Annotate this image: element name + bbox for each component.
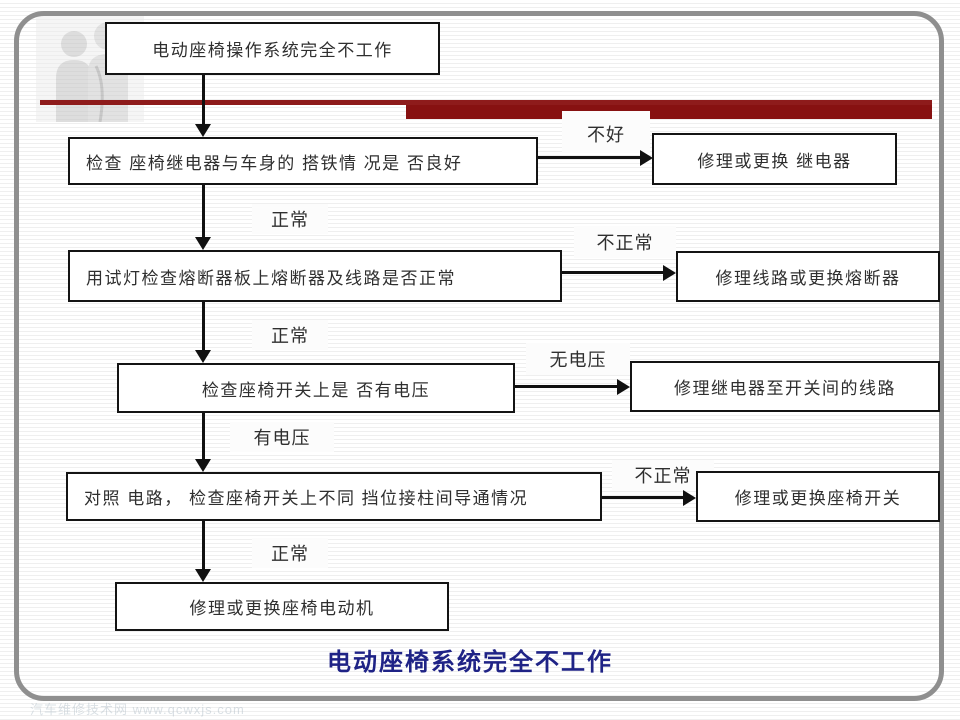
flow-node-fix2: 修理线路或更换熔断器 [676,251,940,302]
branch-label-no-voltage-text: 无电压 [549,350,607,370]
flow-node-fix3-label: 修理继电器至开关间的线路 [674,379,896,398]
connector-line [202,521,205,569]
arrow-right-icon [640,150,653,166]
flow-node-fix1-label: 修理或更换 继电器 [697,151,852,171]
down-label-normal-1-text: 正常 [271,210,309,230]
flow-node-fix1: 修理或更换 继电器 [652,133,897,185]
connector-line [202,413,205,459]
branch-label-no-voltage: 无电压 [526,343,630,375]
slide-title-text: 电动座椅系统完全不工作 [327,649,613,676]
flow-node-step3: 检查座椅开关上是 否有电压 [117,363,515,413]
arrow-down-icon [195,459,211,472]
connector-line [538,156,640,159]
slide-title: 电动座椅系统完全不工作 [0,642,940,677]
flow-node-fix4-label: 修理或更换座椅开关 [734,489,902,508]
branch-label-abnormal-1-text: 不正常 [596,233,654,253]
connector-line [202,185,205,237]
arrow-down-icon [195,569,211,582]
branch-label-bad-text: 不好 [587,125,625,145]
down-label-normal-3-text: 正常 [271,544,309,564]
flow-node-step4-label: 对照 电路， 检查座椅开关上不同 挡位接柱间导通情况 [84,489,529,508]
arrow-down-icon [195,237,211,250]
down-label-normal-1: 正常 [252,204,328,234]
connector-line [515,385,618,388]
down-label-has-voltage: 有电压 [230,422,334,452]
flow-node-start: 电动座椅操作系统完全不工作 [105,22,440,75]
flow-node-step4: 对照 电路， 检查座椅开关上不同 挡位接柱间导通情况 [66,472,602,521]
flow-node-step2-label: 用试灯检查熔断器板上熔断器及线路是否正常 [86,268,456,288]
connector-line [202,75,205,125]
arrow-down-icon [195,124,211,137]
down-label-has-voltage-text: 有电压 [253,428,311,448]
connector-line [602,496,684,499]
flow-node-step1-label: 检查 座椅继电器与车身的 搭铁情 况是 否良好 [86,153,463,173]
branch-label-abnormal-2-text: 不正常 [634,466,692,486]
arrow-right-icon [663,265,676,281]
slide-border-frame [14,11,944,701]
watermark: 汽车维修技术网 www.qcwxjs.com [30,699,245,718]
branch-label-bad: 不好 [566,118,646,150]
accent-rule-thin [40,100,932,105]
flow-node-fix3: 修理继电器至开关间的线路 [630,361,940,412]
down-label-normal-2-text: 正常 [271,326,309,346]
down-label-normal-2: 正常 [252,320,328,350]
accent-rule-thick [406,105,932,119]
flow-node-fix4: 修理或更换座椅开关 [696,471,940,522]
flow-node-step1: 检查 座椅继电器与车身的 搭铁情 况是 否良好 [68,137,538,185]
flow-node-step2: 用试灯检查熔断器板上熔断器及线路是否正常 [68,250,562,302]
arrow-right-icon [617,379,630,395]
branch-label-abnormal-1: 不正常 [574,226,676,258]
flow-node-step5: 修理或更换座椅电动机 [115,582,449,631]
down-label-normal-3: 正常 [252,538,328,568]
connector-line [562,271,664,274]
arrow-down-icon [195,350,211,363]
connector-line [202,302,205,350]
watermark-text: 汽车维修技术网 www.qcwxjs.com [30,702,245,717]
arrow-right-icon [683,490,696,506]
flow-node-step3-label: 检查座椅开关上是 否有电压 [201,380,431,400]
flow-node-fix2-label: 修理线路或更换熔断器 [715,269,901,288]
flow-node-start-label: 电动座椅操作系统完全不工作 [152,41,393,60]
flow-node-step5-label: 修理或更换座椅电动机 [189,599,375,618]
